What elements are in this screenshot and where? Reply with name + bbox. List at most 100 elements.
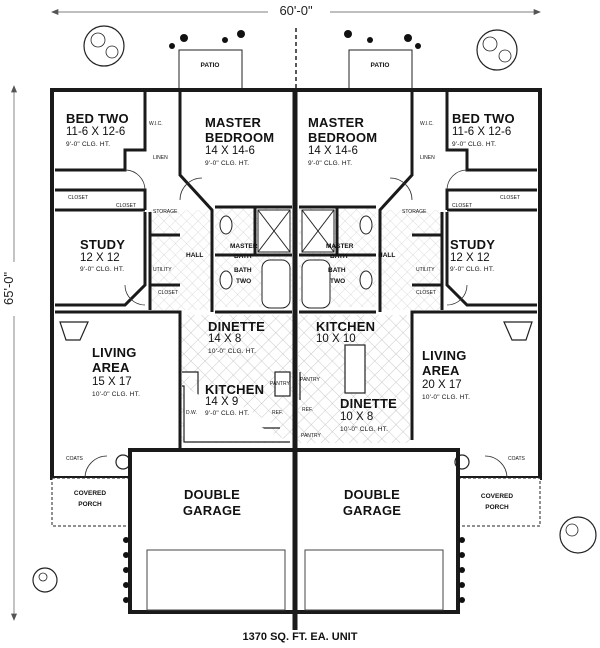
kitchen-counters [182, 344, 366, 443]
dinette-ceiling-left: 10'-0" CLG. HT. [208, 348, 257, 355]
covered-porch-label-right-1: COVERED [480, 493, 514, 500]
storage-label-left: STORAGE [153, 209, 178, 215]
square-footage-caption: 1370 SQ. FT. EA. UNIT [242, 631, 358, 643]
dinette-title-right: DINETTE [340, 396, 398, 411]
closet-label-left-c: CLOSET [158, 290, 179, 296]
master-bedroom-title-right-1: MASTER [308, 115, 365, 130]
kitchen-ceiling-left: 9'-0" CLG. HT. [205, 410, 250, 417]
shrub-icon [169, 30, 421, 49]
master-bath-label-left-2: BATH [234, 253, 252, 260]
patio-label-right: PATIO [370, 62, 390, 69]
kitchen-size-left: 14 X 9 [205, 396, 239, 408]
closet-label-right-b: CLOSET [452, 203, 473, 209]
patio-right [348, 49, 413, 91]
patio-label-left: PATIO [200, 62, 220, 69]
ref-label-left: REF. [272, 410, 283, 416]
dinette-size-right: 10 X 8 [340, 411, 374, 423]
covered-porch-label-left-1: COVERED [73, 490, 107, 497]
bath-two-label-left-2: TWO [236, 278, 252, 285]
double-garage-label-right-1: DOUBLE [343, 487, 401, 502]
dinette-title-left: DINETTE [208, 319, 266, 334]
master-bedroom-ceiling-left: 9'-0" CLG. HT. [205, 160, 250, 167]
wic-label-left: W.I.C. [149, 121, 163, 127]
living-area-title-right-2: AREA [422, 363, 460, 378]
garage-door-left [146, 549, 286, 611]
master-bath-label-left-1: MASTER [230, 243, 258, 250]
depth-dimension-line [10, 85, 18, 621]
coats-label-right: COATS [508, 456, 525, 462]
study-ceiling-right: 9'-0" CLG. HT. [450, 266, 495, 273]
study-ceiling-left: 9'-0" CLG. HT. [80, 266, 125, 273]
living-area-title-left-1: LIVING [92, 345, 137, 360]
dinette-ceiling-right: 10'-0" CLG. HT. [340, 426, 389, 433]
kitchen-title-right: KITCHEN [316, 319, 376, 334]
pantry-label-right-a: PANTRY [300, 377, 320, 383]
pantry-label-left: PANTRY [270, 381, 290, 387]
closet-label-left-a: CLOSET [68, 195, 89, 201]
double-garage-label-left-1: DOUBLE [183, 487, 241, 502]
bed-two-ceiling-right: 9'-0" CLG. HT. [452, 141, 497, 148]
closet-label-right-a: CLOSET [500, 195, 521, 201]
coats-label-left: COATS [66, 456, 83, 462]
living-area-size-right: 20 X 17 [422, 379, 462, 391]
double-garage-label-left-2: GARAGE [182, 503, 242, 518]
utility-label-left: UTILITY [153, 267, 172, 273]
closet-label-left-b: CLOSET [116, 203, 137, 209]
hall-floor-left [150, 210, 212, 310]
closet-label-right-c: CLOSET [416, 290, 437, 296]
living-area-size-left: 15 X 17 [92, 376, 132, 388]
interior-walls-left [55, 92, 292, 450]
study-size-right: 12 X 12 [450, 252, 490, 264]
tree-icon [476, 29, 518, 71]
pantry-label-right-b: PANTRY [301, 433, 321, 439]
study-title-left: STUDY [80, 237, 126, 252]
covered-porch-right [457, 477, 541, 527]
covered-porch-label-left-2: PORCH [78, 501, 102, 508]
fireplace-icon [503, 321, 533, 341]
living-area-ceiling-left: 10'-0" CLG. HT. [92, 391, 141, 398]
linen-label-left: LINEN [153, 155, 168, 161]
bed-two-title-left: BED TWO [66, 111, 129, 126]
bath-fixtures [219, 209, 373, 309]
storage-label-right: STORAGE [402, 209, 427, 215]
bed-two-size-right: 11-6 X 12-6 [452, 126, 512, 138]
door-swings [84, 169, 508, 479]
bath-two-label-right-1: BATH [328, 267, 346, 274]
master-bedroom-title-right-2: BEDROOM [308, 130, 378, 145]
shrub-icon [123, 537, 465, 603]
master-bedroom-title-left-2: BEDROOM [205, 130, 275, 145]
dinette-size-left: 14 X 8 [208, 333, 242, 345]
ref-label-right: REF. [302, 407, 313, 413]
tree-icon [32, 567, 58, 593]
interior-walls-right [299, 92, 537, 440]
bed-two-title-right: BED TWO [452, 111, 515, 126]
fireplace-icon [59, 321, 89, 341]
linen-label-right: LINEN [420, 155, 435, 161]
study-size-left: 12 X 12 [80, 252, 120, 264]
living-area-title-left-2: AREA [92, 360, 130, 375]
dw-label-left: D.W. [186, 410, 197, 416]
width-dimension-line [51, 8, 541, 16]
water-heater-icon [115, 454, 131, 470]
patio-left [178, 49, 243, 91]
bed-two-size-left: 11-6 X 12-6 [66, 126, 126, 138]
kitchen-size-right: 10 X 10 [316, 333, 356, 345]
living-area-ceiling-right: 10'-0" CLG. HT. [422, 394, 471, 401]
master-bedroom-ceiling-right: 9'-0" CLG. HT. [308, 160, 353, 167]
bath-two-label-left-1: BATH [234, 267, 252, 274]
kitchen-title-left: KITCHEN [205, 382, 265, 397]
hall-floor-right [380, 210, 442, 310]
covered-porch-label-right-2: PORCH [485, 504, 509, 511]
tree-icon [559, 516, 597, 554]
bed-two-ceiling-left: 9'-0" CLG. HT. [66, 141, 111, 148]
master-bedroom-size-right: 14 X 14-6 [308, 145, 358, 157]
master-bath-label-right-1: MASTER [326, 243, 354, 250]
utility-label-right: UTILITY [416, 267, 435, 273]
hall-label-left: HALL [186, 252, 204, 259]
wic-label-right: W.I.C. [420, 121, 434, 127]
master-bath-label-right-2: BATH [330, 253, 348, 260]
depth-dimension-label: 65'-0" [1, 271, 16, 305]
master-bedroom-size-left: 14 X 14-6 [205, 145, 255, 157]
study-title-right: STUDY [450, 237, 496, 252]
